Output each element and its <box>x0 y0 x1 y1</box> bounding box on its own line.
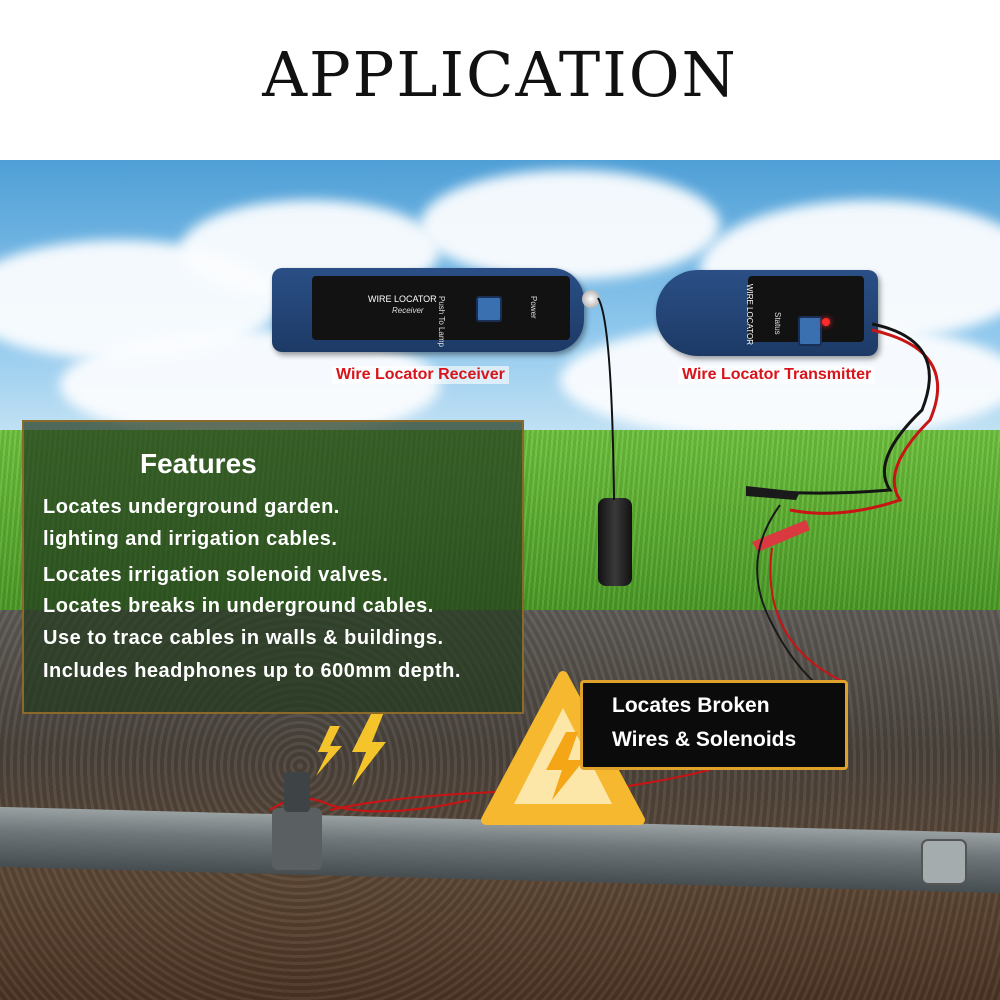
transmitter-lead-black <box>779 322 931 495</box>
page-title: APPLICATION <box>262 38 738 111</box>
transmitter-switch <box>798 316 822 346</box>
receiver-label: Wire Locator Receiver <box>332 366 509 384</box>
cloud <box>420 170 720 280</box>
feature-item: lighting and irrigation cables. <box>43 528 338 550</box>
receiver-push-button <box>476 296 502 322</box>
lightning-bolt-icon <box>316 712 386 786</box>
probe-wire <box>597 297 615 501</box>
receiver-tip <box>582 290 600 308</box>
callout-line-2: Wires & Solenoids <box>612 728 797 751</box>
alligator-clip-red <box>752 520 810 552</box>
pipe-clamp <box>921 839 967 885</box>
solenoid-valve <box>272 772 322 870</box>
feature-item: Locates irrigation solenoid valves. <box>43 564 389 586</box>
features-panel <box>22 420 524 714</box>
features-heading: Features <box>140 448 257 479</box>
callout-box <box>580 680 848 770</box>
transmitter-lead-red <box>789 328 940 515</box>
receiver-panel-title: WIRE LOCATOR <box>368 294 437 304</box>
transmitter-led <box>822 318 830 326</box>
feature-item: Locates underground garden. <box>43 496 340 518</box>
feature-item: Use to trace cables in walls & buildings… <box>43 627 444 649</box>
transmitter-label: Wire Locator Transmitter <box>678 366 876 384</box>
alligator-clip-black <box>746 486 800 500</box>
receiver-probe <box>598 498 632 586</box>
feature-item: Includes headphones up to 600mm depth. <box>43 660 461 682</box>
receiver-panel <box>312 276 570 340</box>
callout-line-1: Locates Broken <box>612 694 770 717</box>
feature-item: Locates breaks in underground cables. <box>43 595 434 617</box>
receiver-panel-subtitle: Receiver <box>392 306 424 315</box>
